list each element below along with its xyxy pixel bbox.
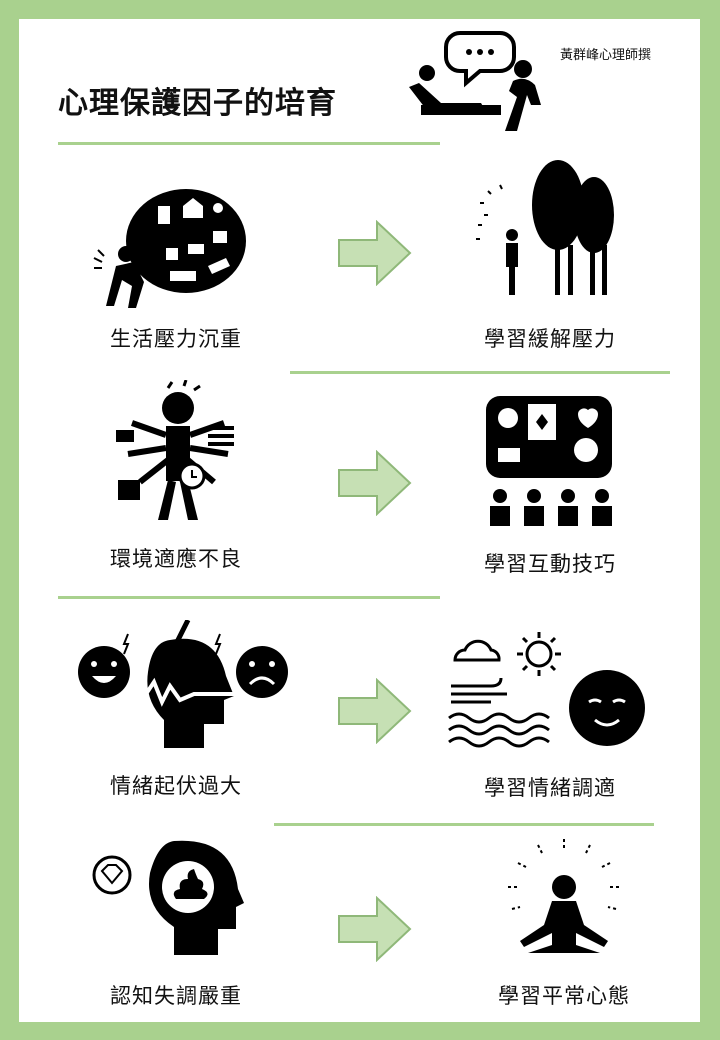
weather-smile-icon bbox=[448, 632, 645, 748]
multitasking-person-icon bbox=[116, 380, 234, 520]
solution-label: 學習緩解壓力 bbox=[484, 327, 616, 351]
headache-mood-icon bbox=[78, 620, 288, 748]
arrow-right-icon bbox=[338, 220, 412, 286]
problem-label: 環境適應不良 bbox=[110, 547, 242, 571]
author-credit: 黃群峰心理師撰 bbox=[560, 48, 652, 63]
group-activity-icon bbox=[486, 396, 612, 526]
divider bbox=[290, 371, 670, 374]
problem-label: 生活壓力沉重 bbox=[110, 327, 242, 351]
burden-bag-icon bbox=[93, 189, 246, 308]
therapy-session-icon bbox=[409, 31, 541, 131]
page-title: 心理保護因子的培育 bbox=[58, 86, 337, 121]
divider bbox=[58, 596, 440, 599]
solution-label: 學習平常心態 bbox=[498, 984, 630, 1008]
arrow-right-icon bbox=[338, 896, 412, 962]
divider bbox=[274, 823, 654, 826]
solution-label: 學習互動技巧 bbox=[484, 552, 616, 576]
tree-nature-icon bbox=[476, 160, 614, 295]
meditation-icon bbox=[508, 839, 620, 953]
arrow-right-icon bbox=[338, 678, 412, 744]
solution-label: 學習情緒調適 bbox=[484, 776, 616, 800]
divider bbox=[58, 142, 440, 145]
arrow-right-icon bbox=[338, 450, 412, 516]
problem-label: 認知失調嚴重 bbox=[110, 984, 242, 1008]
diamond-poop-head-icon bbox=[92, 840, 244, 955]
problem-label: 情緒起伏過大 bbox=[110, 774, 242, 798]
